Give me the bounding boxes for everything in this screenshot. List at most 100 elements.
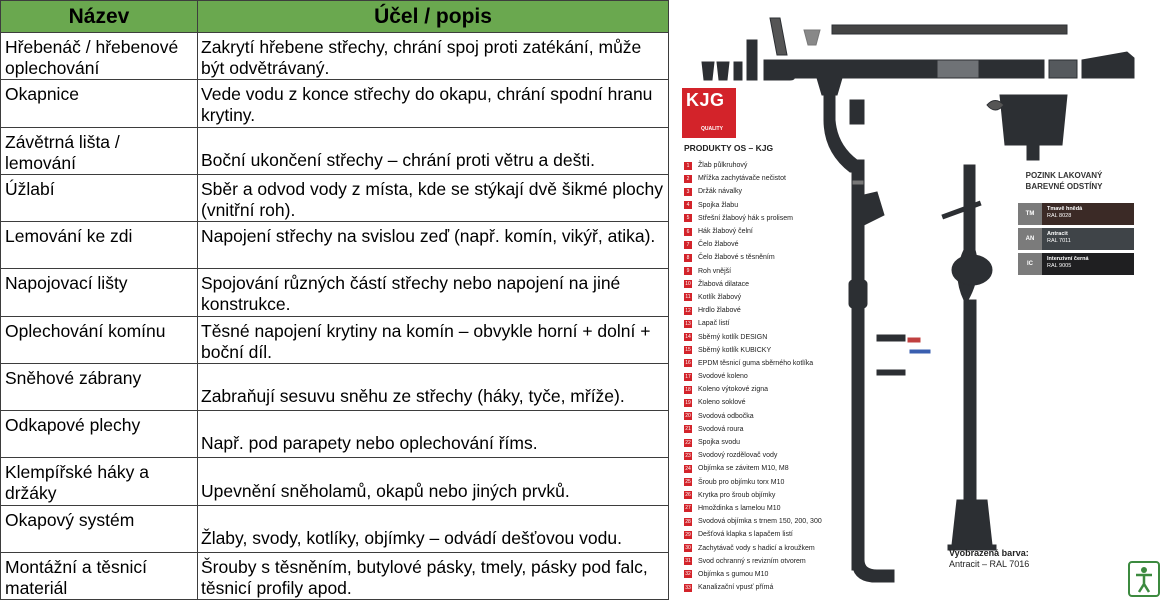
part-number-badge: 30	[684, 544, 692, 553]
row-description: Napojení střechy na svislou zeď (např. k…	[197, 220, 669, 270]
swatch-ral: RAL 9005	[1047, 263, 1072, 269]
table-row: Hřebenáč / hřebenové oplechování Zakrytí…	[0, 31, 669, 81]
color-swatch-tm: TM Tmavě hnědá RAL 8028	[1018, 203, 1134, 225]
part-label: Roh vnější	[698, 267, 732, 275]
color-swatch-ic: IC Intenzivní černá RAL 9005	[1018, 253, 1134, 275]
logo-subtext: QUALITY	[701, 126, 723, 132]
part-number-badge: 18	[684, 385, 692, 394]
part-number-badge: 33	[684, 583, 692, 592]
part-label: Objímka se závitem M10, M8	[698, 465, 789, 473]
part-number-badge: 31	[684, 557, 692, 566]
roof-elements-table: Název Účel / popis Hřebenáč / hřebenové …	[0, 0, 669, 600]
row-name: Oplechování komínu	[0, 315, 198, 364]
part-number-badge: 28	[684, 517, 692, 526]
row-description: Žlaby, svody, kotlíky, objímky – odvádí …	[197, 504, 669, 553]
row-description: Spojování různých částí střechy nebo nap…	[197, 268, 669, 317]
table-row: Oplechování komínu Těsné napojení krytin…	[0, 315, 669, 364]
part-item: 28 Svodová objímka s trnem 150, 200, 300	[684, 515, 822, 528]
caption-label: Vyobrazená barva:	[949, 548, 1029, 558]
part-number-badge: 26	[684, 491, 692, 500]
table-row: Okapnice Vede vodu z konce střechy do ok…	[0, 79, 669, 128]
swatch-ral: RAL 8028	[1047, 213, 1072, 219]
part-number-badge: 25	[684, 478, 692, 487]
swatch-name: Intenzivní černá	[1047, 256, 1089, 262]
color-swatch-an: AN Antracit RAL 7011	[1018, 228, 1134, 250]
part-label: Hák žlabový čelní	[698, 228, 753, 236]
part-number-badge: 13	[684, 319, 692, 328]
part-number-badge: 29	[684, 530, 692, 539]
swatch-name: Tmavě hnědá	[1047, 206, 1083, 212]
part-item: 1 Žlab půlkruhový	[684, 159, 822, 172]
row-description: Sběr a odvod vody z místa, kde se stýkaj…	[197, 173, 669, 223]
swatch-code: AN	[1018, 228, 1042, 250]
part-label: Čelo žlabové	[698, 241, 739, 249]
part-item: 33 Kanalizační vpusť přímá	[684, 581, 822, 594]
part-label: Spojka žlabu	[698, 201, 739, 209]
table-row: Montážní a těsnicí materiál Šrouby s těs…	[0, 551, 669, 600]
row-description: Zakrytí hřebene střechy, chrání spoj pro…	[197, 31, 669, 81]
gutter-system-illustration	[701, 17, 1135, 583]
part-label: Svodové koleno	[698, 373, 748, 381]
part-label: Krytka pro šroub objímky	[698, 491, 776, 499]
part-number-badge: 4	[684, 201, 692, 210]
part-label: Kanalizační vpusť přímá	[698, 584, 774, 592]
part-number-badge: 7	[684, 240, 692, 249]
part-label: Svodová roura	[698, 425, 744, 433]
part-label: Hrdlo žlabové	[698, 307, 741, 315]
row-name: Klempířské háky a držáky	[0, 457, 198, 506]
row-description: Např. pod parapety nebo oplechování říms…	[197, 409, 669, 459]
shown-color-caption: Vyobrazená barva: Antracit – RAL 7016	[949, 548, 1029, 570]
header-description: Účel / popis	[197, 0, 669, 33]
logo-text: KJG	[686, 90, 725, 110]
part-number-badge: 20	[684, 412, 692, 421]
part-label: Sběrný kotlík DESIGN	[698, 333, 768, 341]
part-label: Žlab půlkruhový	[698, 162, 748, 170]
swatch-body: Intenzivní černá RAL 9005	[1042, 253, 1134, 275]
part-label: EPDM těsnicí guma sběrného kotlíka	[698, 359, 814, 367]
table-row: Úžlabí Sběr a odvod vody z místa, kde se…	[0, 173, 669, 223]
caption-value: Antracit – RAL 7016	[949, 559, 1030, 569]
part-number-badge: 10	[684, 280, 692, 289]
part-label: Hmoždinka s lamelou M10	[698, 504, 781, 512]
row-description: Vede vodu z konce střechy do okapu, chrá…	[197, 79, 669, 128]
table-row: Klempířské háky a držáky Upevnění sněhol…	[0, 457, 669, 506]
swatch-name: Antracit	[1047, 231, 1068, 237]
part-label: Objímka s gumou M10	[698, 570, 769, 578]
part-label: Koleno soklové	[698, 399, 746, 407]
row-name: Úžlabí	[0, 173, 198, 223]
table-row: Závětrná lišta / lemování Boční ukončení…	[0, 126, 669, 175]
row-name: Sněhové zábrany	[0, 362, 198, 412]
swatch-code: IC	[1018, 253, 1042, 275]
row-name: Lemování ke zdi	[0, 220, 198, 270]
part-item: 26 Krytka pro šroub objímky	[684, 489, 822, 502]
row-name: Okapnice	[0, 79, 198, 128]
part-number-badge: 15	[684, 346, 692, 355]
row-description: Šrouby s těsněním, butylové pásky, tmely…	[197, 551, 669, 600]
row-description: Těsné napojení krytiny na komín – obvykl…	[197, 315, 669, 364]
row-description: Boční ukončení střechy – chrání proti vě…	[197, 126, 669, 175]
part-number-badge: 1	[684, 161, 692, 170]
part-number-badge: 5	[684, 214, 692, 223]
part-label: Svodová objímka s trnem 150, 200, 300	[698, 518, 822, 526]
